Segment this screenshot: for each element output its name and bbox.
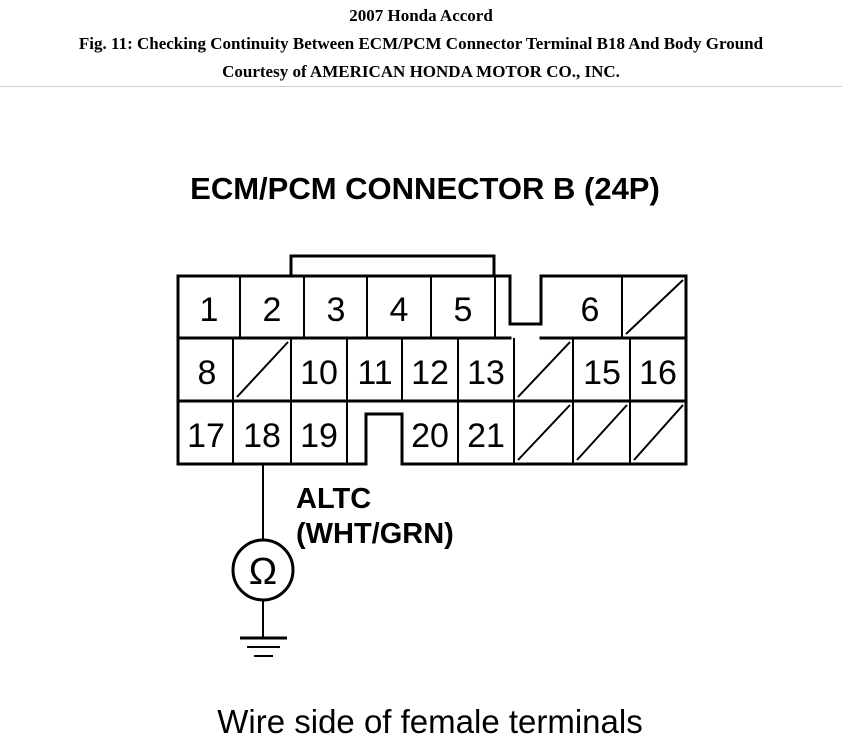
wire-color-label: (WHT/GRN): [296, 518, 454, 550]
terminal-16: 16: [639, 354, 677, 392]
terminal-3: 3: [327, 291, 346, 329]
diagram-caption: Wire side of female terminals: [217, 703, 642, 740]
unused-cavity: [633, 404, 684, 461]
connector-title: ECM/PCM CONNECTOR B (24P): [190, 171, 660, 206]
terminal-19: 19: [300, 417, 338, 455]
terminal-1: 1: [200, 291, 219, 329]
unused-cavity: [625, 279, 684, 335]
terminal-17: 17: [187, 417, 225, 455]
terminal-10: 10: [300, 354, 338, 392]
unused-cavity: [576, 404, 628, 461]
figure-caption: Fig. 11: Checking Continuity Between ECM…: [78, 34, 764, 53]
header-title: 2007 Honda Accord: [349, 6, 493, 25]
terminal-21: 21: [467, 417, 505, 455]
terminal-2: 2: [263, 291, 282, 329]
ohm-symbol: Ω: [249, 551, 277, 593]
courtesy-line: Courtesy of AMERICAN HONDA MOTOR CO., IN…: [222, 62, 620, 81]
terminal-12: 12: [411, 354, 449, 392]
terminal-15: 15: [583, 354, 621, 392]
terminal-20: 20: [411, 417, 449, 455]
wire-name-label: ALTC: [296, 483, 371, 515]
unused-cavity: [517, 404, 571, 461]
terminal-11: 11: [357, 354, 392, 392]
terminal-4: 4: [390, 291, 409, 329]
unused-cavity: [517, 341, 571, 398]
terminal-8: 8: [198, 354, 217, 392]
figure-header: 2007 Honda Accord Fig. 11: Checking Cont…: [0, 0, 842, 87]
connector-housing: [176, 274, 688, 466]
terminal-18: 18: [243, 417, 281, 455]
terminal-5: 5: [454, 291, 473, 329]
unused-cavity: [236, 341, 289, 398]
terminal-13: 13: [467, 354, 505, 392]
ground-icon: [240, 600, 287, 657]
lock-tab: [289, 254, 496, 278]
terminal-6: 6: [581, 291, 600, 329]
